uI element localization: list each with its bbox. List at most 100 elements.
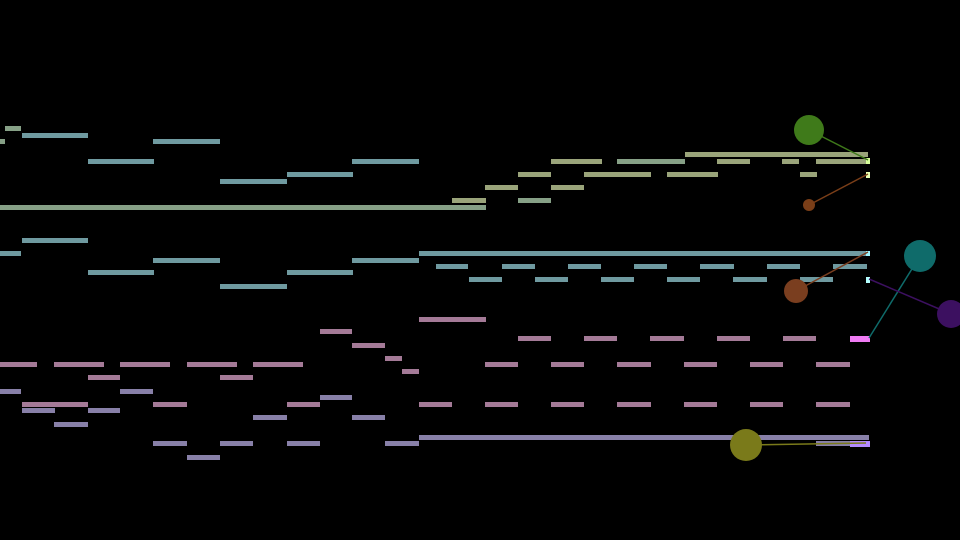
voice-connector-line <box>808 173 869 206</box>
note-bar <box>551 185 584 190</box>
note-bar <box>685 152 868 157</box>
voice-orb <box>803 199 815 211</box>
note-bar <box>717 336 750 341</box>
note-bar <box>568 264 601 269</box>
note-bar <box>419 435 869 440</box>
note-bar <box>385 356 402 361</box>
note-bar <box>385 441 419 446</box>
note-bar <box>518 172 551 177</box>
note-bar <box>469 277 502 282</box>
note-bar <box>667 277 700 282</box>
note-bar <box>88 159 154 164</box>
note-bar <box>452 198 486 203</box>
note-bar <box>617 159 685 164</box>
note-bar <box>518 336 551 341</box>
note-bar <box>22 133 88 138</box>
note-bar <box>816 159 868 164</box>
note-bar <box>153 402 187 407</box>
note-bar <box>0 139 5 144</box>
note-bar <box>22 238 88 243</box>
note-bar <box>667 172 718 177</box>
note-bars <box>0 126 870 460</box>
voice-connector-line <box>868 278 952 315</box>
note-bar <box>352 343 385 348</box>
note-bar <box>750 362 783 367</box>
note-bar <box>782 159 799 164</box>
note-bar <box>220 179 287 184</box>
voice-connector-line <box>795 251 869 292</box>
note-bar <box>783 336 816 341</box>
note-bar <box>684 362 717 367</box>
note-bar <box>584 336 617 341</box>
note-bar <box>352 159 419 164</box>
voice-orb <box>784 279 808 303</box>
note-bar <box>485 402 518 407</box>
note-bar <box>485 185 518 190</box>
voice-orb <box>794 115 824 145</box>
note-bar <box>436 264 468 269</box>
note-bar <box>634 264 667 269</box>
voice-orb <box>904 240 936 272</box>
note-bar <box>518 198 551 203</box>
note-bar <box>0 251 21 256</box>
note-bar <box>767 264 800 269</box>
note-bar <box>287 441 320 446</box>
note-bar <box>220 375 253 380</box>
note-bar <box>5 126 21 131</box>
note-bar <box>800 172 817 177</box>
note-bar <box>54 422 88 427</box>
note-bar <box>419 402 452 407</box>
voice-orbs <box>730 115 960 461</box>
note-bar <box>551 362 584 367</box>
note-bar <box>0 205 486 210</box>
note-bar <box>187 455 220 460</box>
note-bar <box>816 362 850 367</box>
active-note-highlight <box>866 172 870 178</box>
active-note-highlight <box>866 277 870 283</box>
note-bar <box>733 277 767 282</box>
voice-connector-line <box>745 442 867 446</box>
note-bar <box>253 362 303 367</box>
note-bar <box>352 415 385 420</box>
note-bar <box>816 402 850 407</box>
active-note-highlight <box>866 158 870 164</box>
note-bar <box>88 375 120 380</box>
voice-connector-line <box>868 255 921 339</box>
active-note-highlight <box>850 441 870 447</box>
note-bar <box>287 402 320 407</box>
voice-connector-lines <box>745 129 952 446</box>
note-bar <box>120 389 153 394</box>
note-bar <box>88 270 154 275</box>
note-bar <box>551 159 602 164</box>
active-note-highlight <box>866 251 870 256</box>
voice-orb <box>730 429 762 461</box>
note-bar <box>750 402 783 407</box>
note-bar <box>700 264 734 269</box>
active-note-highlight <box>850 336 870 342</box>
note-bar <box>402 369 419 374</box>
note-bar <box>253 415 287 420</box>
note-bar <box>22 408 55 413</box>
note-bar <box>650 336 684 341</box>
note-bar <box>153 139 220 144</box>
note-bar <box>153 441 187 446</box>
note-bar <box>54 362 104 367</box>
note-bar <box>187 362 237 367</box>
note-bar <box>0 362 37 367</box>
note-bar <box>320 395 352 400</box>
note-bar <box>584 172 651 177</box>
note-bar <box>535 277 568 282</box>
note-bar <box>684 402 717 407</box>
note-bar <box>419 251 869 256</box>
note-bar <box>153 258 220 263</box>
note-bar <box>287 172 353 177</box>
note-bar <box>717 159 750 164</box>
note-bar <box>88 408 120 413</box>
note-bar <box>551 402 584 407</box>
note-bar <box>0 389 21 394</box>
note-bar <box>601 277 634 282</box>
note-bar <box>419 317 486 322</box>
note-bar <box>352 258 419 263</box>
